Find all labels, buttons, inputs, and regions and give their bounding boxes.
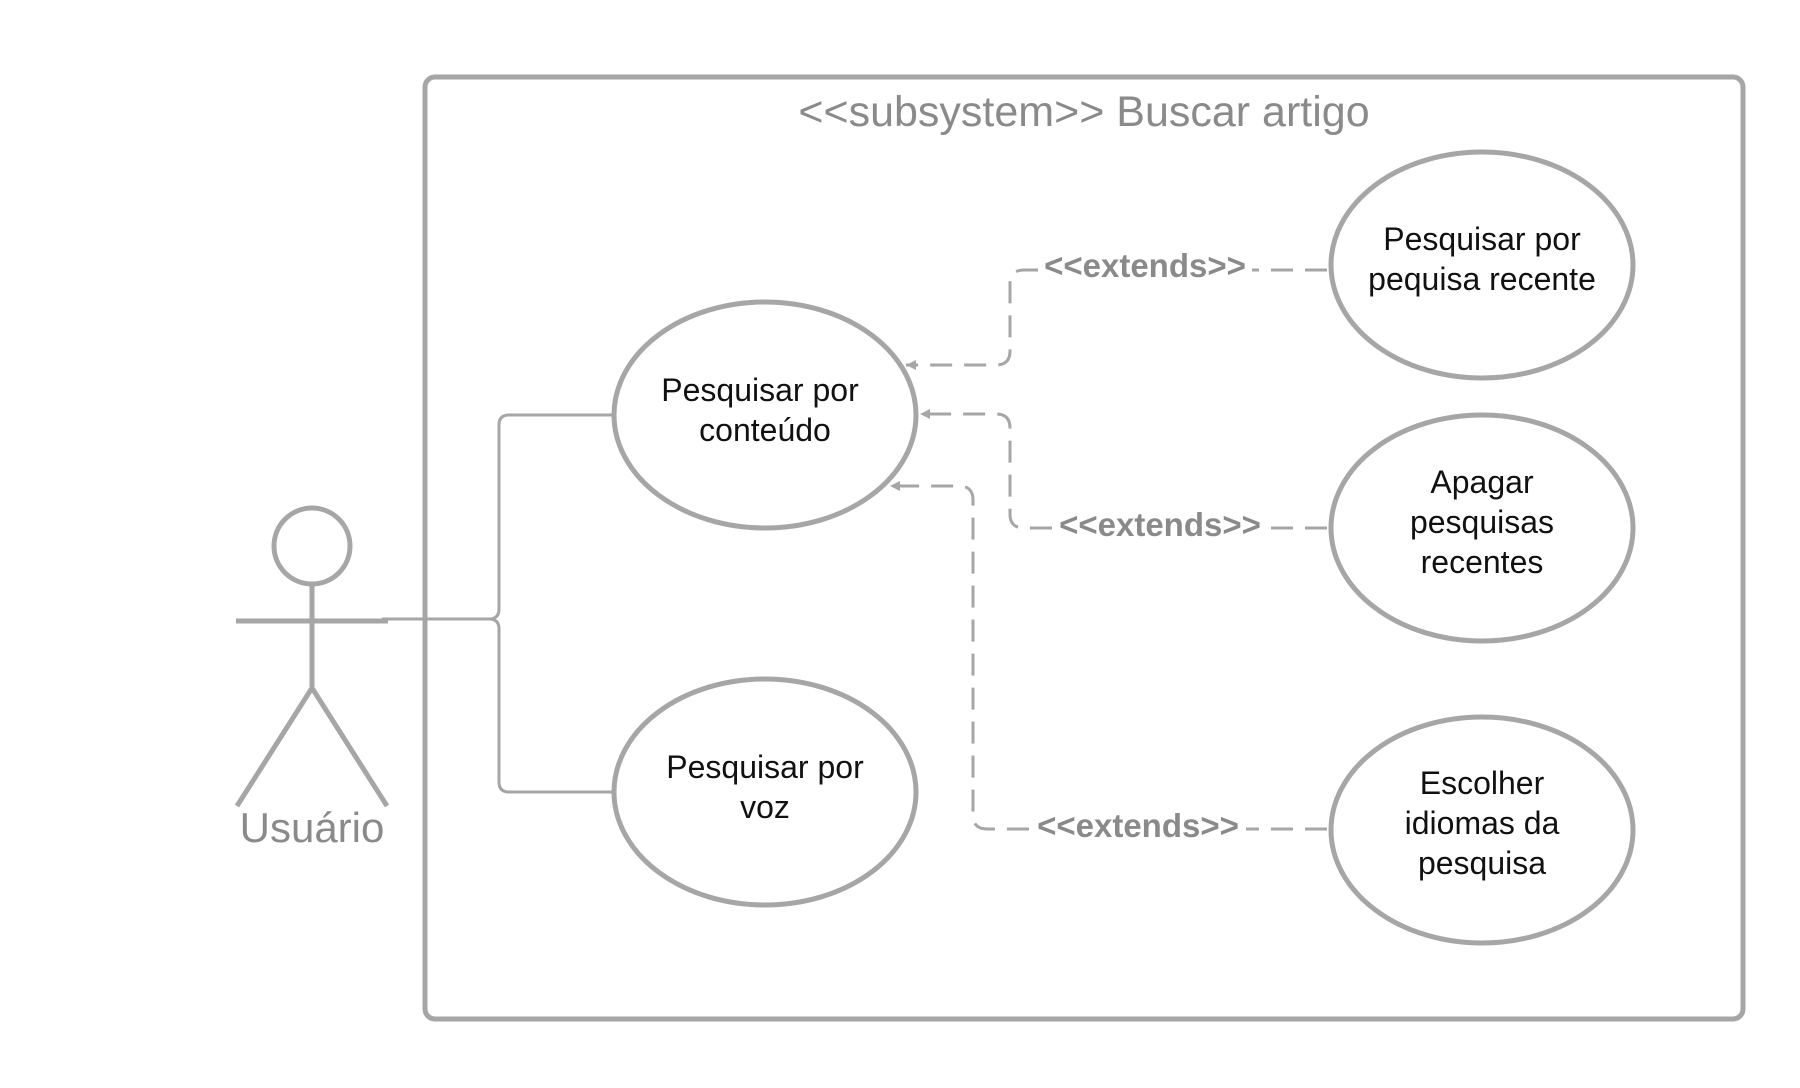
association-voz — [382, 617, 612, 794]
use-case-label-line: Apagar — [1430, 464, 1534, 500]
use-case-label-line: Pesquisar por — [661, 372, 859, 408]
extend-label-apagar: <<extends>> — [1059, 506, 1261, 543]
use-case-label-line: pesquisas — [1410, 504, 1554, 540]
extend-label-idiomas: <<extends>> — [1037, 807, 1239, 844]
use-case-label-line: Pesquisar por — [666, 749, 864, 785]
use-case-label-line: Escolher — [1420, 765, 1545, 801]
use-case-label-line: pesquisa — [1418, 845, 1546, 881]
use-case-pesquisar-voz: Pesquisar por voz — [611, 676, 919, 908]
extend-line-apagar — [920, 414, 1327, 530]
system-boundary — [422, 74, 1746, 1022]
use-case-apagar-pesquisas: Apagar pesquisas recentes — [1328, 412, 1636, 644]
use-case-pesquisar-conteudo: Pesquisar por conteúdo — [611, 299, 919, 531]
actor-head — [271, 505, 353, 587]
use-case-label-line: Pesquisar por — [1383, 221, 1581, 257]
use-case-escolher-idiomas: Escolher idiomas da pesquisa — [1328, 714, 1636, 946]
actor-usuario — [234, 505, 390, 808]
use-case-label-line: idiomas da — [1405, 805, 1560, 841]
actor-right-leg — [309, 686, 390, 808]
use-case-label-line: recentes — [1421, 544, 1544, 580]
use-case-label-line: conteúdo — [699, 412, 831, 448]
extend-line-recente — [906, 268, 1327, 365]
extend-line-idiomas — [890, 486, 1327, 831]
association-conteudo — [382, 413, 612, 621]
use-case-pesquisa-recente: Pesquisar por pequisa recente — [1328, 149, 1636, 381]
extend-label-recente: <<extends>> — [1044, 247, 1246, 284]
use-case-label-line: voz — [740, 789, 790, 825]
actor-left-leg — [234, 686, 315, 808]
system-title: <<subsystem>> Buscar artigo — [798, 88, 1369, 136]
use-case-label-line: pequisa recente — [1368, 261, 1596, 297]
actor-label: Usuário — [240, 804, 385, 851]
